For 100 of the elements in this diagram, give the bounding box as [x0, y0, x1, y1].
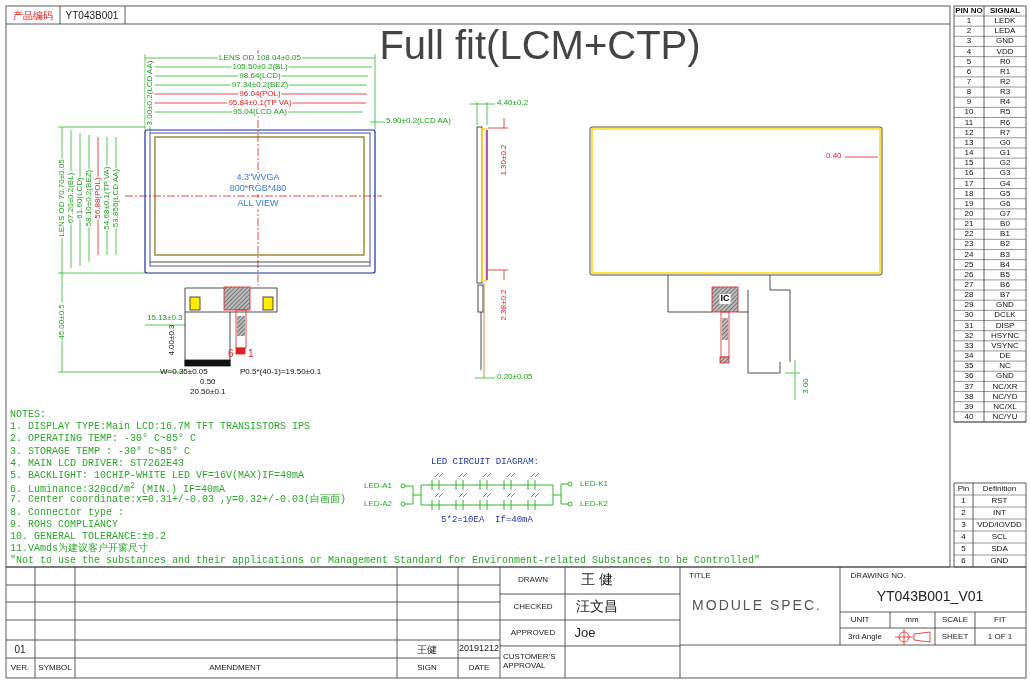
field-label: UNIT	[850, 615, 870, 625]
pin-number: 10	[964, 108, 974, 117]
dimension-label: 97.34±0.2(BEZ)	[230, 80, 290, 90]
footer-note: "Not to use the substances and their applications or Management Standard for Environment-related Substances to be Controlled"	[10, 555, 761, 567]
pin-number: 33	[964, 341, 974, 351]
signal-name: GND	[996, 371, 1014, 381]
pin-number: 11	[964, 118, 974, 127]
column-header: AMENDMENT	[209, 663, 261, 673]
signal-name: GND	[996, 37, 1014, 46]
signal-name: NC/XL	[993, 402, 1017, 412]
signal-name: R1	[999, 67, 1011, 77]
signal-name: G5	[999, 189, 1011, 199]
note-text: 1. DISPLAY TYPE:Main LCD:16.7M TFT TRANSISTORS IPS	[10, 421, 311, 433]
pin-number: 20	[964, 209, 974, 219]
signal-name: B7	[1000, 290, 1010, 300]
field-label: SHEET	[941, 632, 969, 642]
pin-number: 39	[964, 402, 974, 412]
signal-name: VDD	[996, 47, 1014, 56]
screen-label: ALL VIEW	[236, 199, 280, 209]
field-label: CHECKED	[513, 602, 553, 612]
dimension-label: 3.00	[801, 378, 811, 394]
signal-name: SDA	[991, 544, 1008, 554]
dimension-label: 98.64(LCD)	[238, 71, 282, 81]
signal-name: R2	[999, 77, 1011, 87]
pin-number: 28	[964, 290, 974, 300]
note-text: 5. BACKLIGHT: 10CHIP-WHITE LED VF=16V(MAX)IF=40mA	[10, 470, 305, 481]
dimension-label: 56.88(POL)	[93, 176, 103, 220]
note-text: 11.VAmds为建议客户开窗尺寸	[10, 543, 148, 555]
signal-name: NC/YD	[992, 392, 1018, 402]
pin-number: 6	[961, 556, 966, 566]
signal-name: VSYNC	[991, 341, 1019, 351]
field-label: CUSTOMER'S APPROVAL	[503, 653, 557, 671]
pin-number: 1	[966, 16, 972, 26]
signal-name: NC	[999, 361, 1011, 371]
signal-name: G7	[999, 209, 1011, 219]
note-text: 10. GENERAL TOLERANCE:±0.2	[10, 531, 167, 542]
note-text: 4. MAIN LCD DRIVER: ST7262E43	[10, 457, 185, 469]
unit-value: mm	[905, 615, 919, 625]
pin-number: 9	[966, 97, 972, 107]
signal-name: R5	[999, 108, 1011, 117]
dimension-label: 0.50	[200, 378, 216, 387]
column-header: PIN NO	[955, 6, 983, 16]
signal-name: B5	[1000, 270, 1010, 280]
pin-number: 14	[964, 148, 974, 158]
pin-number: 34	[964, 351, 974, 361]
screen-label: 4.3"WVGA	[235, 173, 281, 183]
dimension-label: 20.50±0.1	[190, 388, 226, 397]
signature: 王健	[417, 643, 437, 655]
dimension-label: P0.5*(40-1)=19.50±0.1	[240, 368, 322, 377]
drawing-type: MODULE SPEC.	[692, 598, 822, 614]
dimension-label: 3.00±0.2(LCD AA)	[145, 59, 155, 127]
pin-number: 6	[966, 67, 972, 77]
dimension-label: 4.00±0.3	[167, 324, 177, 356]
signal-name: HSYNC	[991, 331, 1019, 341]
field-label: DRAWING NO.	[850, 571, 906, 581]
pin-number: 4	[961, 532, 966, 542]
drawing-title: Full fit(LCM+CTP)	[379, 23, 701, 67]
drawing-number: YT043B001_V01	[876, 589, 984, 605]
pin-number: 31	[964, 321, 974, 330]
pin-number: 29	[964, 300, 974, 310]
revision-number: 01	[14, 643, 26, 655]
signal-name: GND	[990, 556, 1009, 566]
signal-name: R0	[999, 57, 1011, 67]
pin-number: 16	[964, 168, 974, 178]
signature: 王 健	[581, 572, 613, 588]
dimension-label: 96.04(POL)	[238, 89, 282, 99]
signal-name: R4	[999, 97, 1011, 107]
pin-number: 3	[961, 520, 966, 530]
sheet-value: 1 OF 1	[987, 632, 1013, 642]
dimension-label: 53.856(LCD AA)	[111, 167, 121, 229]
dimension-label: 0.40	[826, 152, 842, 161]
field-label: DRAWN	[518, 575, 548, 585]
pin-number: 23	[964, 240, 974, 249]
signal-name: B1	[1000, 229, 1010, 239]
dimension-label: 95.04(LCD AA)	[232, 107, 288, 117]
pin-number: 30	[964, 311, 974, 320]
pin-number: 4	[966, 47, 972, 56]
dimension-label: 1.30±0.2	[499, 144, 509, 176]
dimension-label: 5.90±0.2(LCD AA)	[386, 117, 451, 126]
pin-mark: 6	[228, 348, 234, 359]
signature: Joe	[574, 625, 596, 641]
pin-number: 12	[964, 128, 974, 138]
signal-name: G0	[999, 138, 1011, 148]
note-text: 7. Center coordinate:x=0.31+/-0.03 ,y=0.32+/-0.03(白画面)	[10, 494, 347, 506]
note-text: 3. STORAGE TEMP : -30° C~85° C	[10, 445, 191, 457]
terminal-label: LED-A2	[364, 499, 392, 509]
signal-name: B4	[1000, 260, 1010, 270]
pin-number: 36	[964, 371, 974, 381]
pin-number: 2	[966, 26, 972, 36]
signal-name: LEDA	[994, 26, 1016, 36]
pin-number: 35	[964, 361, 974, 371]
signal-name: G1	[999, 148, 1011, 158]
dimension-label: 54.68±0.1(TP VA)	[102, 165, 112, 231]
field-label: SCALE	[941, 615, 969, 625]
signal-name: SCL	[991, 532, 1008, 542]
dimension-label: 45.00±0.5	[57, 303, 67, 341]
column-header: Pin	[957, 484, 970, 494]
signal-name: G2	[999, 158, 1011, 168]
column-header: VER.	[10, 663, 30, 673]
scale-value: FIT	[994, 615, 1006, 625]
